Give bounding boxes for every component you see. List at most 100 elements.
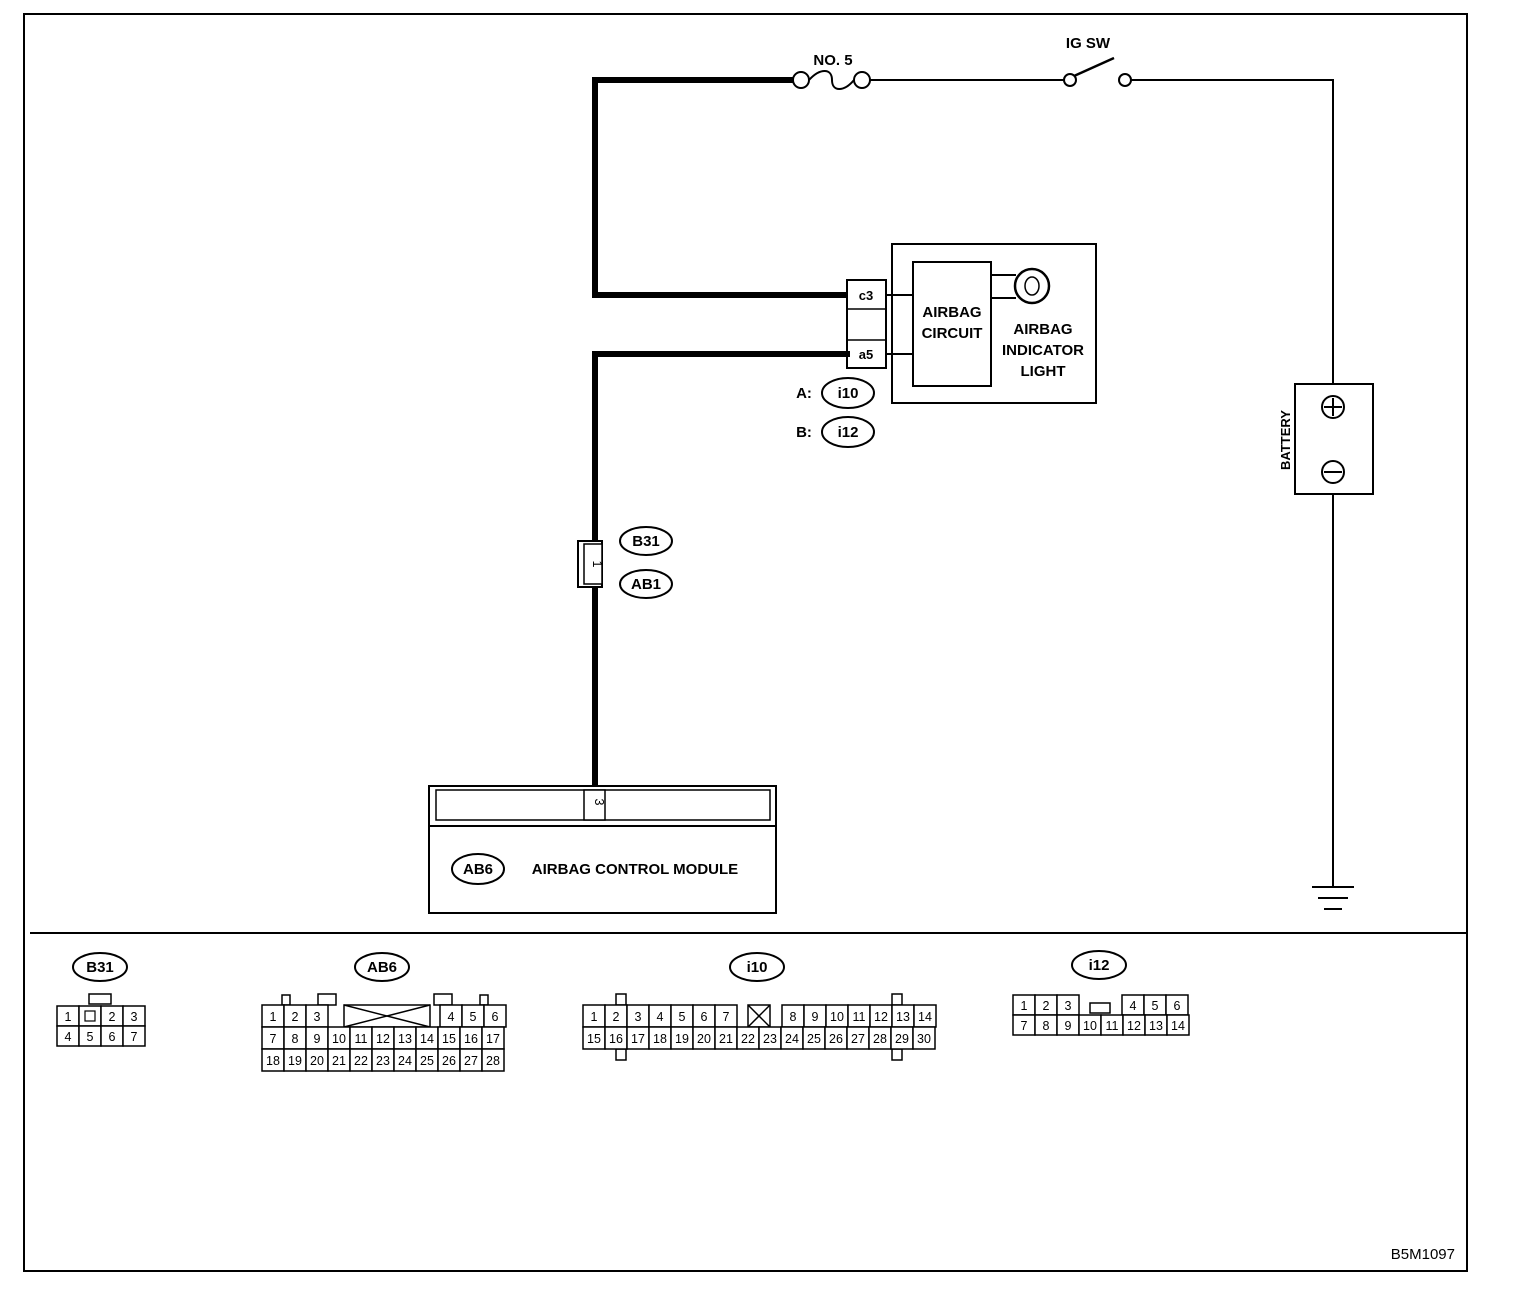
fuse-label: NO. 5	[813, 52, 852, 69]
connector-pin-label: 9	[1065, 1019, 1072, 1033]
connector-pin-cell	[912, 1026, 936, 1050]
terminal-a5: a5	[859, 347, 873, 362]
connector-pin-label: 6	[109, 1030, 116, 1044]
connector-pin-label: 3	[314, 1010, 321, 1024]
connector-pin-label: 7	[723, 1010, 730, 1024]
connector-pin-label: 13	[896, 1010, 910, 1024]
airbag-control-module: 3 AB6 AIRBAG CONTROL MODULE	[428, 785, 777, 914]
connector-pin-label: 6	[1174, 999, 1181, 1013]
connector-pin-label: 20	[697, 1032, 711, 1046]
connector-pin-label: 16	[609, 1032, 623, 1046]
connector-a-id: i10	[838, 385, 859, 402]
connector-pin-label: 2	[292, 1010, 299, 1024]
connector-pin-label: 14	[918, 1010, 932, 1024]
connector-pin-label: 25	[420, 1054, 434, 1068]
module-pin: 3	[592, 799, 606, 806]
figure-code: B5M1097	[1391, 1246, 1455, 1263]
connector-pin-label: 10	[332, 1032, 346, 1046]
combination-meter: c3 a5 AIRBAG CIRCUIT AIRBAG INDICATOR LI…	[796, 243, 1097, 448]
connector-pin-label: 3	[131, 1010, 138, 1024]
connector-pin-label: 12	[376, 1032, 390, 1046]
meter-terminal-block	[846, 279, 887, 369]
connector-pin-label: 15	[442, 1032, 456, 1046]
connector-pin-label: 21	[719, 1032, 733, 1046]
inline-lower-id: AB1	[631, 576, 661, 593]
connector-pin-label: 1	[591, 1010, 598, 1024]
connector-pin-label: 27	[851, 1032, 865, 1046]
connector-pin-label: 23	[376, 1054, 390, 1068]
connector-pin-label: 22	[354, 1054, 368, 1068]
connector-ab6-title: AB6	[367, 959, 397, 976]
connector-pin-cell	[481, 1048, 505, 1072]
inline-upper-id: B31	[632, 533, 660, 550]
module-connector-id: AB6	[463, 861, 493, 878]
module-label: AIRBAG CONTROL MODULE	[532, 861, 738, 878]
connector-pin-label: 8	[292, 1032, 299, 1046]
connector-pin-label: 1	[1021, 999, 1028, 1013]
connector-pin-label: 7	[270, 1032, 277, 1046]
module-connector-badge	[451, 853, 505, 885]
connector-pin-label: 12	[874, 1010, 888, 1024]
airbag-circuit-box	[912, 261, 992, 387]
connector-pin-label: 8	[1043, 1019, 1050, 1033]
connector-b-id: i12	[838, 424, 859, 441]
connector-pin-label: 14	[420, 1032, 434, 1046]
connector-pin-label: 17	[486, 1032, 500, 1046]
connector-pin-label: 11	[355, 1032, 368, 1046]
connector-pin-label: 8	[790, 1010, 797, 1024]
connector-pin-label: 4	[657, 1010, 664, 1024]
connector-pin-label: 7	[131, 1030, 138, 1044]
connector-pin-label: 26	[829, 1032, 843, 1046]
connector-pin-label: 24	[398, 1054, 412, 1068]
connector-pin-label: 2	[109, 1010, 116, 1024]
connector-i12-title: i12	[1089, 957, 1110, 974]
indicator-label-1: AIRBAG	[1013, 321, 1072, 338]
connector-pin-label: 18	[653, 1032, 667, 1046]
connector-pin-label: 28	[486, 1054, 500, 1068]
connector-pin-label: 4	[65, 1030, 72, 1044]
connector-pin-label: 4	[1130, 999, 1137, 1013]
connector-pin-label: 21	[332, 1054, 346, 1068]
ground-symbol	[1312, 886, 1354, 910]
connector-pin-label: 3	[1065, 999, 1072, 1013]
connector-pin-label: 30	[917, 1032, 931, 1046]
wire-ig-switch-to-battery	[1126, 79, 1334, 396]
wire-c3-to-fuse	[592, 77, 850, 298]
connector-pin-label: 23	[763, 1032, 777, 1046]
connector-pin-label: 28	[873, 1032, 887, 1046]
b31-blank-pin	[84, 1010, 96, 1022]
inline-lower-badge	[619, 569, 673, 599]
airbag-circuit-label-1: AIRBAG	[922, 304, 981, 321]
connector-b31-title: B31	[86, 959, 114, 976]
connector-pin-label: 13	[1149, 1019, 1163, 1033]
connector-pin-label: 6	[701, 1010, 708, 1024]
inline-connector-b31-ab1: 1 B31 AB1	[577, 526, 673, 599]
connector-pin-label: 5	[470, 1010, 477, 1024]
connector-pin-label: 17	[631, 1032, 645, 1046]
connector-pin-label: 11	[1106, 1019, 1119, 1033]
connector-pin-label: 11	[853, 1010, 866, 1024]
ignition-switch: IG SW	[1063, 35, 1132, 87]
connector-pin-label: 16	[464, 1032, 478, 1046]
airbag-circuit-label-2: CIRCUIT	[922, 325, 983, 342]
connector-b-badge	[821, 416, 875, 448]
connector-pin-label: 10	[1083, 1019, 1097, 1033]
connector-pin-label: 2	[1043, 999, 1050, 1013]
connector-pin-label: 24	[785, 1032, 799, 1046]
inline-upper-badge	[619, 526, 673, 556]
connector-pin-label: 3	[635, 1010, 642, 1024]
connector-pin-label: 5	[679, 1010, 686, 1024]
connector-pin-label: 27	[464, 1054, 478, 1068]
diagram-frame	[23, 13, 1468, 1272]
connector-pin-label: 25	[807, 1032, 821, 1046]
battery: BATTERY	[1278, 383, 1374, 495]
connector-pin-label: 19	[288, 1054, 302, 1068]
connector-pin-label: 14	[1171, 1019, 1185, 1033]
power-circuit	[592, 77, 1334, 887]
connector-pin-label: 29	[895, 1032, 909, 1046]
connector-pin-label: 12	[1127, 1019, 1141, 1033]
